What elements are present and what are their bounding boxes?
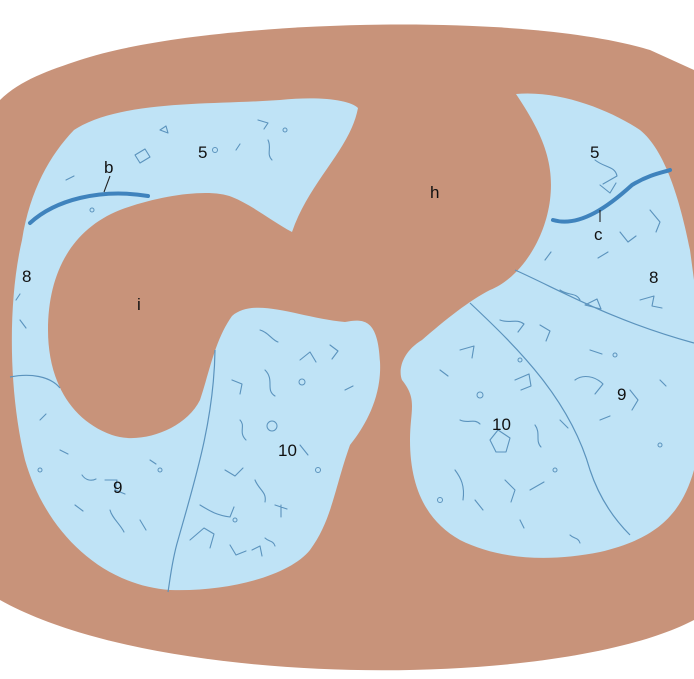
- label-left-segment-8: 8: [649, 268, 658, 287]
- label-left-segment-9: 9: [617, 385, 626, 404]
- label-right-segment-8: 8: [22, 267, 31, 286]
- label-left-segment-5: 5: [590, 143, 599, 162]
- label-right-segment-9: 9: [113, 478, 122, 497]
- label-right-i: i: [137, 295, 141, 314]
- label-right-segment-5: 5: [198, 143, 207, 162]
- label-left-c: c: [594, 225, 603, 244]
- label-center-h: h: [430, 183, 439, 202]
- label-left-segment-10: 10: [492, 415, 511, 434]
- label-right-b: b: [104, 158, 113, 177]
- label-right-segment-10: 10: [278, 441, 297, 460]
